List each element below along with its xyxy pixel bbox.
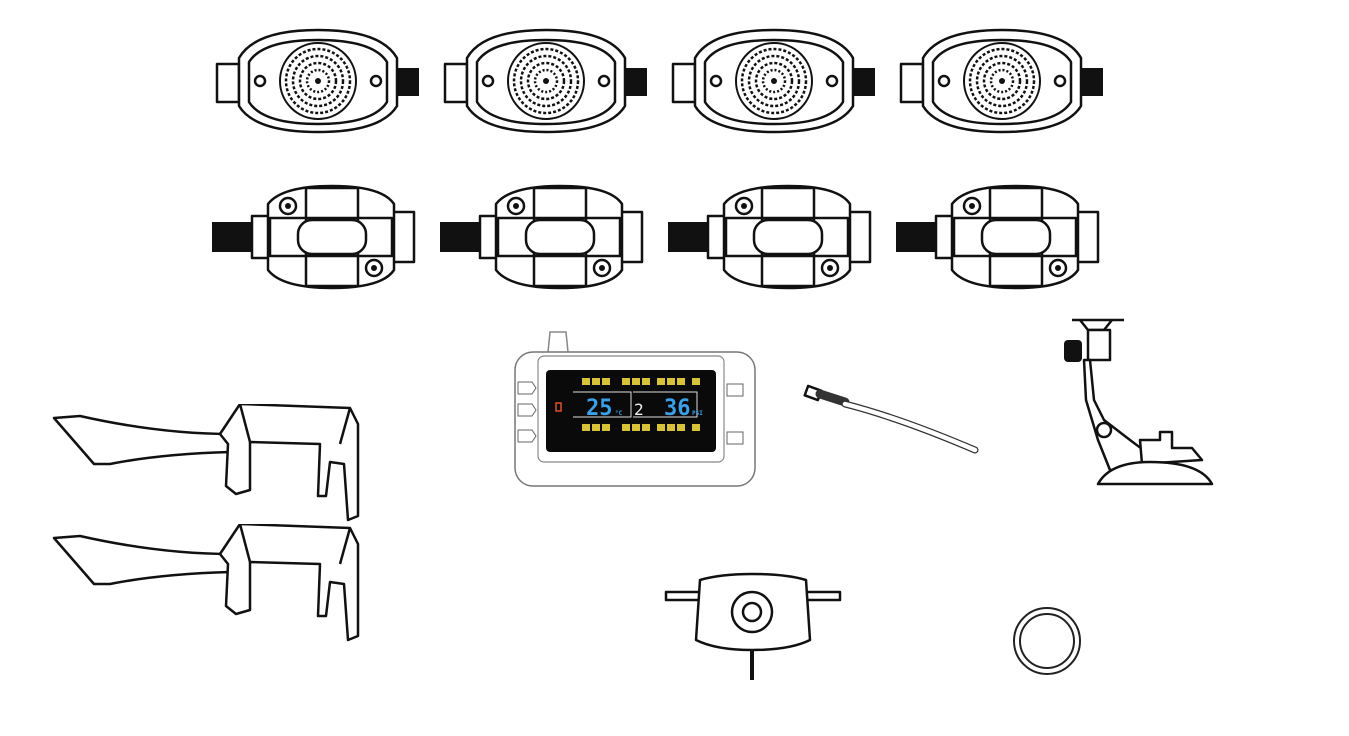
lcd-bar-segment — [692, 424, 700, 431]
right-button-bottom[interactable] — [726, 431, 744, 445]
monitor-display: 25 °C 2 36 PSI — [514, 331, 756, 487]
sensor-back-2 — [440, 184, 644, 290]
sensor-back-4 — [896, 184, 1100, 290]
mounting-bracket-2 — [52, 524, 360, 642]
sensor-back-1 — [212, 184, 416, 290]
temperature-value: 25 — [586, 396, 613, 421]
lcd-bar-segment — [582, 378, 590, 385]
lcd-bar-segment — [632, 378, 640, 385]
sensor-front-4 — [899, 28, 1105, 134]
lcd-bar-segment — [642, 378, 650, 385]
lcd-bar-segment — [632, 424, 640, 431]
pressure-value: 36 — [664, 396, 691, 421]
lcd-bar-segment — [622, 424, 630, 431]
lcd-bar-segment — [602, 424, 610, 431]
sensor-front-row — [215, 28, 1105, 134]
suction-cup-mount — [1064, 318, 1214, 486]
battery-icon — [555, 402, 562, 412]
sensor-back-3 — [668, 184, 872, 290]
lcd-bar-segment — [642, 424, 650, 431]
lcd-bar-segment — [582, 424, 590, 431]
tire-position: 2 — [634, 400, 644, 419]
lcd-bar-segment — [692, 378, 700, 385]
lcd-bar-segment — [592, 424, 600, 431]
usb-power-cable — [803, 384, 979, 454]
lcd-bar-segment — [677, 424, 685, 431]
antenna — [547, 331, 569, 353]
sensor-front-1 — [215, 28, 421, 134]
left-buttons[interactable] — [517, 381, 537, 443]
sensor-front-2 — [443, 28, 649, 134]
lcd-bar-segment — [657, 378, 665, 385]
lcd-bar-segment — [667, 424, 675, 431]
pressure-unit: PSI — [692, 410, 703, 417]
lcd-bar-segment — [622, 378, 630, 385]
lcd-bar-segment — [667, 378, 675, 385]
mounting-bracket-1 — [52, 404, 360, 522]
lcd-bar-segment — [657, 424, 665, 431]
right-button-top[interactable] — [726, 383, 744, 397]
lcd-bar-segment — [602, 378, 610, 385]
signal-repeater — [664, 572, 842, 680]
temperature-unit: °C — [615, 410, 623, 417]
lcd-bar-segment — [592, 378, 600, 385]
lcd-bar-segment — [677, 378, 685, 385]
lcd-segments — [582, 378, 700, 431]
sensor-back-row — [212, 184, 1100, 290]
sensor-front-3 — [671, 28, 877, 134]
sealing-ring — [1013, 607, 1081, 675]
